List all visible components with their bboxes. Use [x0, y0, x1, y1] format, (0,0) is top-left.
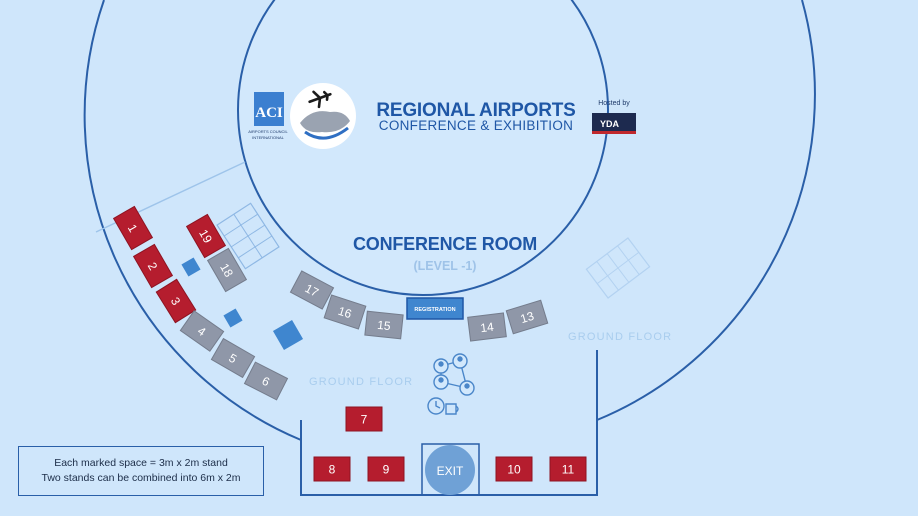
conference-level-label: (LEVEL -1) [413, 259, 477, 273]
stand-box[interactable] [210, 337, 256, 379]
legend-line-2: Two stands can be combined into 6m x 2m [41, 472, 241, 484]
stand-14[interactable]: 14 [467, 312, 507, 342]
stand-3[interactable]: 3 [155, 278, 197, 324]
stand-7[interactable]: 7 [345, 406, 383, 432]
event-title: REGIONAL AIRPORTS [376, 100, 576, 121]
stand-6[interactable]: 6 [243, 361, 289, 401]
stand-box[interactable] [505, 299, 549, 335]
registration-desk [406, 297, 464, 320]
stand-box[interactable] [367, 456, 405, 482]
airplane-logo [290, 83, 356, 149]
stand-10[interactable]: 10 [495, 456, 533, 482]
ground-floor-label: GROUND FLOOR [568, 331, 673, 343]
stand-number: 14 [480, 320, 495, 336]
stand-box[interactable] [179, 310, 225, 352]
stand-number: 11 [562, 463, 575, 477]
aci-logo-subtext: AIRPORTS COUNCIL [248, 129, 288, 134]
stand-2[interactable]: 2 [132, 243, 174, 289]
stand-box[interactable] [185, 213, 227, 259]
stand-1[interactable]: 1 [112, 205, 154, 251]
stand-16[interactable]: 16 [323, 294, 367, 330]
pillar [272, 319, 304, 351]
host-logo-text: YDA [600, 119, 620, 129]
staircase-icon [216, 202, 280, 270]
stand-number: 10 [507, 463, 521, 477]
stand-box[interactable] [132, 243, 174, 289]
stand-13[interactable]: 13 [505, 299, 549, 335]
stand-number: 9 [383, 463, 390, 477]
legend-box: Each marked space = 3m x 2m stand Two st… [18, 446, 264, 496]
stand-number: 19 [196, 227, 215, 246]
conference-room-outline [237, 0, 609, 296]
stand-number: 18 [217, 261, 236, 280]
event-subtitle: CONFERENCE & EXHIBITION [378, 118, 574, 133]
stand-box[interactable] [155, 278, 197, 324]
stand-number: 15 [377, 318, 392, 333]
host-logo [592, 113, 636, 134]
stand-number: 17 [303, 281, 322, 300]
conference-room-label: CONFERENCE ROOM [352, 234, 537, 254]
stand-box[interactable] [495, 456, 533, 482]
stand-box[interactable] [206, 247, 248, 293]
stand-4[interactable]: 4 [179, 310, 225, 352]
stand-5[interactable]: 5 [210, 337, 256, 379]
stand-box[interactable] [323, 294, 367, 330]
pillar [181, 257, 201, 277]
svg-text:INTERNATIONAL: INTERNATIONAL [252, 135, 284, 140]
stand-number: 7 [361, 413, 368, 427]
airplane-icon [308, 90, 332, 109]
stand-17[interactable]: 17 [289, 270, 335, 310]
stand-18[interactable]: 18 [206, 247, 248, 293]
stand-11[interactable]: 11 [549, 456, 587, 482]
hosted-by-label: Hosted by [598, 100, 630, 107]
ground-floor-label: GROUND FLOOR [309, 376, 414, 388]
stand-box[interactable] [345, 406, 383, 432]
stand-box[interactable] [549, 456, 587, 482]
coffee-break-icon [427, 397, 459, 415]
stand-19[interactable]: 19 [185, 213, 227, 259]
legend-line-1: Each marked space = 3m x 2m stand [54, 457, 228, 469]
stand-box[interactable] [313, 456, 351, 482]
stand-box[interactable] [289, 270, 335, 310]
stand-box[interactable] [112, 205, 154, 251]
stand-number: 16 [336, 304, 353, 322]
exit-door[interactable] [421, 443, 480, 496]
stand-9[interactable]: 9 [367, 456, 405, 482]
stand-number: 8 [329, 463, 336, 477]
registration-label: REGISTRATION [414, 307, 455, 313]
stand-box[interactable] [364, 310, 404, 340]
stand-8[interactable]: 8 [313, 456, 351, 482]
staircase-icon [585, 237, 651, 299]
aci-logo: ACI AIRPORTS COUNCIL INTERNATIONAL [248, 92, 289, 140]
stand-box[interactable] [467, 312, 507, 342]
stand-number: 13 [519, 309, 536, 326]
exit-label[interactable]: EXIT [437, 464, 464, 478]
networking-icon [433, 353, 475, 396]
aci-logo-text: ACI [255, 105, 283, 121]
pillar [223, 308, 243, 328]
stand-box[interactable] [243, 361, 289, 401]
stand-15[interactable]: 15 [364, 310, 404, 340]
